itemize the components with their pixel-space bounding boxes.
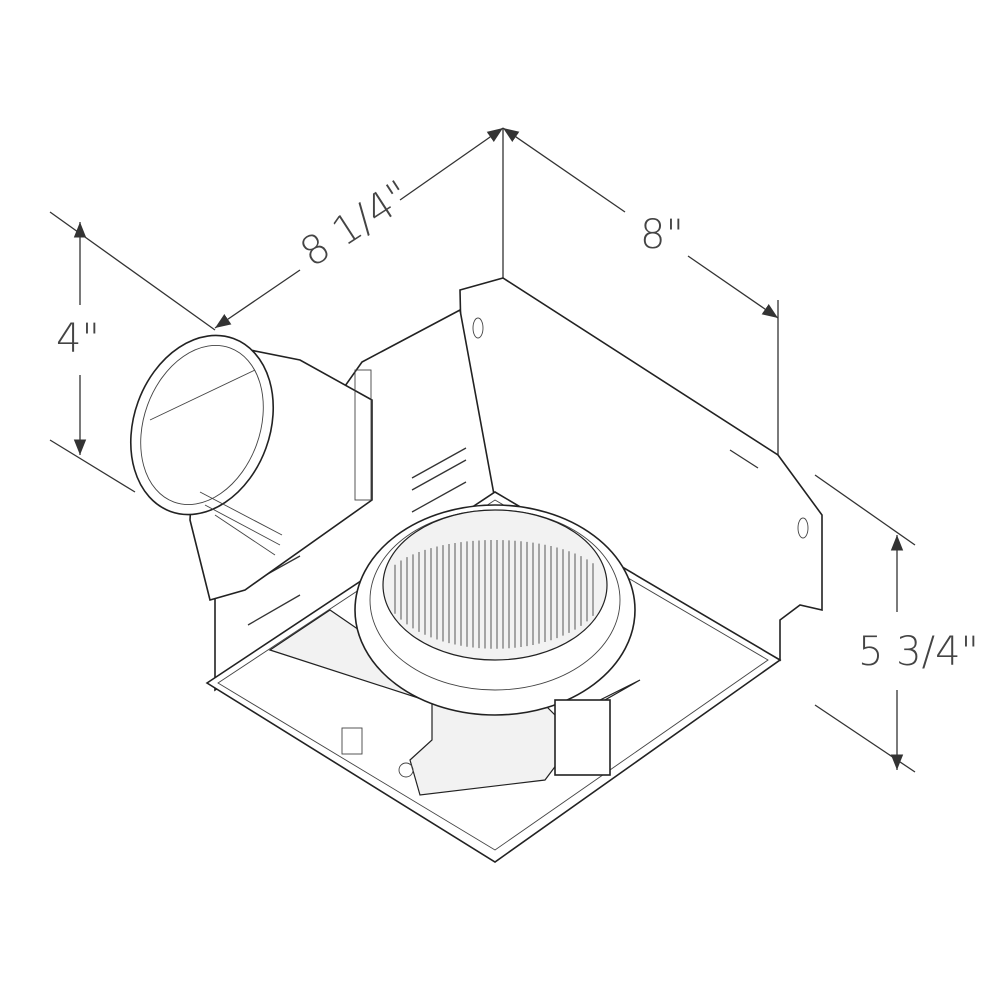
dim-arrow-8-1-4-left (214, 269, 301, 329)
dim-arrow-8-right (687, 255, 779, 319)
dim-label-duct-height: 4" (56, 316, 100, 362)
dim-label-duct-depth: 8 1/4" (292, 172, 418, 276)
keyhole-slot (472, 317, 484, 339)
blower-wheel (382, 509, 608, 661)
dim-label-housing-height: 5 3/4" (858, 629, 979, 675)
dim-arrow-8-left (502, 127, 626, 213)
electrical-connector (554, 699, 611, 776)
dim-arrow-8-1-4-right (399, 127, 504, 201)
keyhole-slot (797, 517, 809, 539)
dim-label-housing-width: 8" (640, 212, 684, 258)
duct-collar (129, 334, 373, 601)
extension-line-duct-top (49, 211, 216, 331)
dimension-lines (49, 127, 916, 773)
extension-line-housing-bottom (814, 704, 916, 773)
duct-opening (129, 334, 275, 516)
blower-fins (394, 540, 594, 649)
mounting-tray (205, 491, 782, 863)
extension-line-housing-top (814, 474, 916, 546)
extension-line-duct-bottom (49, 439, 136, 493)
